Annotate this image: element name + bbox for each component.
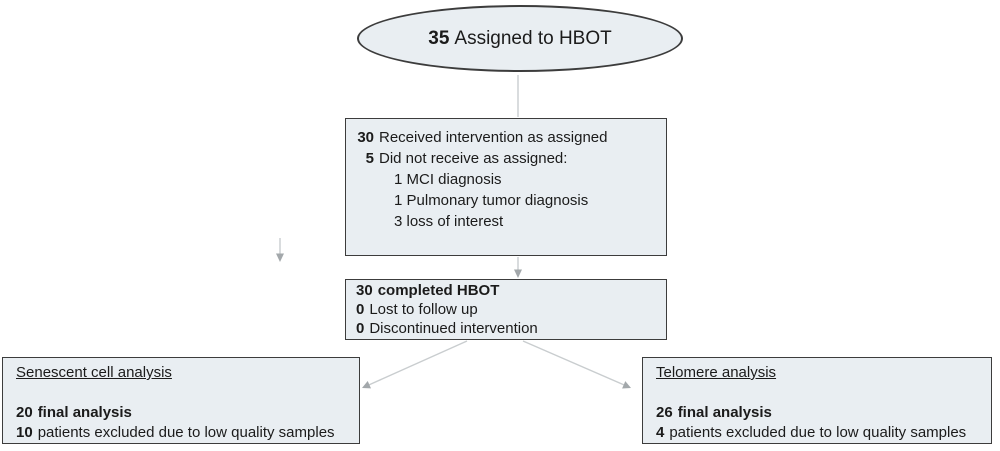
- assigned-label: Assigned to HBOT: [454, 27, 612, 49]
- reason-line: 3 loss of interest: [394, 213, 504, 230]
- connector-completed-to-telomere: [522, 340, 627, 387]
- senescent-title: Senescent cell analysis: [16, 364, 172, 381]
- reason-line: 1 MCI diagnosis: [394, 171, 502, 188]
- connector-completed-to-senescent: [366, 340, 468, 387]
- stray-arrowhead-down-icon: [276, 253, 284, 262]
- arrowhead-downleft-icon: [362, 381, 371, 389]
- reason-line: 1 Pulmonary tumor diagnosis: [394, 192, 589, 209]
- assigned-count: 35: [428, 27, 450, 49]
- arrowhead-downright-icon: [622, 381, 631, 389]
- arrowhead-down-icon: [514, 269, 522, 278]
- telomere-title: Telomere analysis: [656, 364, 777, 381]
